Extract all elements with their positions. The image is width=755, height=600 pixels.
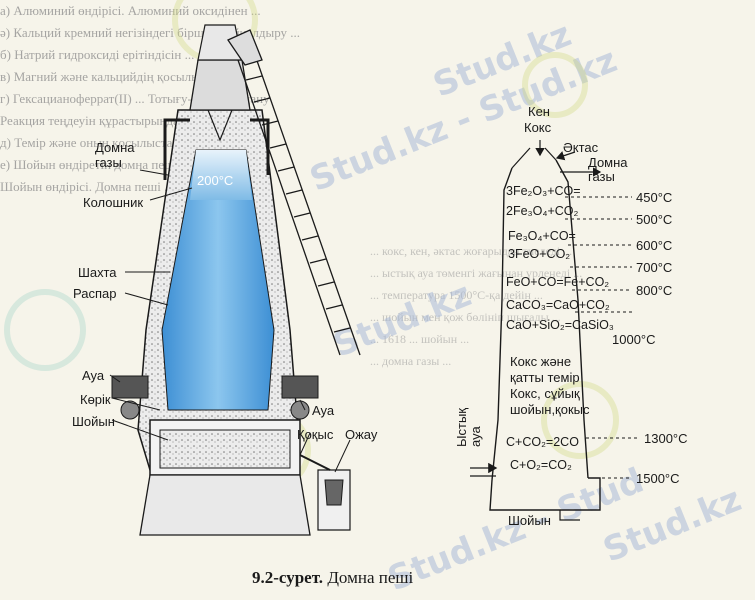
temp-1300: 1300°C [644, 431, 688, 446]
bg-line: б) Натрий гидроксиді ерітіндісін ... [0, 47, 195, 62]
label-ladle: Ожау [345, 427, 378, 442]
reaction-2: 2Fe₃O₄+CO₂ [506, 204, 579, 218]
bg-line: е) Шойын өндіретін домна пеші ... [0, 157, 191, 172]
process-schematic [470, 140, 640, 521]
label-korik: Көрік [80, 392, 111, 407]
bg-line: ... ыстық ауа төменгі жағынан үрленеді .… [370, 266, 583, 280]
zone-description: Кокс және қатты темір Кокс, сұйық шойын,… [510, 354, 590, 417]
temp-800: 800°C [636, 283, 673, 298]
label-shaft: Шахта [78, 265, 117, 280]
temp-500: 500°C [636, 212, 673, 227]
leader-lines [109, 169, 351, 473]
label-raspar: Распар [73, 286, 117, 301]
temp-1500: 1500°C [636, 471, 680, 486]
temp-1000: 1000°C [612, 332, 656, 347]
reaction-1: 3Fe₂O₃+CO= [506, 184, 581, 198]
bg-line: ... температура 1500°C-қа дейін ... [370, 288, 543, 302]
bg-line: д) Темір және оның қосылыстары ... [0, 135, 201, 150]
label-iron-out: Шойын [508, 513, 551, 528]
label-slag: Қоқыс [297, 427, 334, 442]
bg-line: а) Алюминий өндірісі. Алюминий оксидінен… [0, 3, 261, 18]
bg-line: ... шойын мен қож бөлініп шығады ... [370, 310, 561, 324]
reaction-4: 3FeO+CO₂ [508, 247, 571, 261]
skip-hoist [227, 29, 361, 356]
caption-title: Домна пеші [327, 568, 414, 587]
background-text-right: ... кокс, кен, әктас жоғарыдан тиеледі .… [370, 240, 755, 570]
furnace-drawing [109, 24, 361, 536]
figure-caption: 9.2-сурет. Домна пеші [252, 568, 413, 588]
label-iron: Шойын [72, 414, 115, 429]
caption-number: 9.2-сурет. [252, 568, 324, 587]
label-limestone: Әктас [563, 140, 599, 155]
label-furnace-gas-right: Домна газы [588, 155, 628, 184]
reaction-7: CaO+SiO₂=CaSiO₃ [506, 318, 614, 332]
bg-line: в) Магний және кальцийдің қосылыстары ..… [0, 69, 246, 84]
label-coke: Кокс [524, 120, 552, 135]
reaction-6: CaCO₃=CaO+CO₂ [506, 298, 610, 312]
label-top-temperature: 200°С [197, 173, 234, 188]
reaction-5: FeO+CO=Fe+CO₂ [506, 275, 610, 289]
reaction-lower-2: C+O₂=CO₂ [510, 458, 572, 472]
background-text: а) Алюминий өндірісі. Алюминий оксидінен… [0, 0, 755, 235]
bg-line: ... кокс, кен, әктас жоғарыдан тиеледі .… [370, 244, 573, 258]
reaction-3: Fe₃O₄+CO= [508, 229, 576, 243]
label-kolоshnik: Колошник [83, 195, 144, 210]
reaction-lower-1: C+CO₂=2CO [506, 435, 579, 449]
label-ore: Кен [528, 104, 550, 119]
temp-450: 450°C [636, 190, 673, 205]
temp-700: 700°C [636, 260, 673, 275]
label-hot-air: Ыстық ауа [454, 408, 483, 447]
bg-line: ... 1618 ... шойын ... [370, 332, 470, 346]
bg-line: Шойын өндірісі. Домна пеші ... [0, 179, 174, 194]
label-furnace-gas: Домна газы [95, 140, 135, 170]
label-air-right: Ауа [312, 403, 335, 418]
temp-600: 600°C [636, 238, 673, 253]
bg-line: ... домна газы ... [370, 354, 452, 368]
label-air-left: Ауа [82, 368, 105, 383]
bg-line: Реакция теңдеуін құрастырыңдар ... [0, 113, 199, 128]
